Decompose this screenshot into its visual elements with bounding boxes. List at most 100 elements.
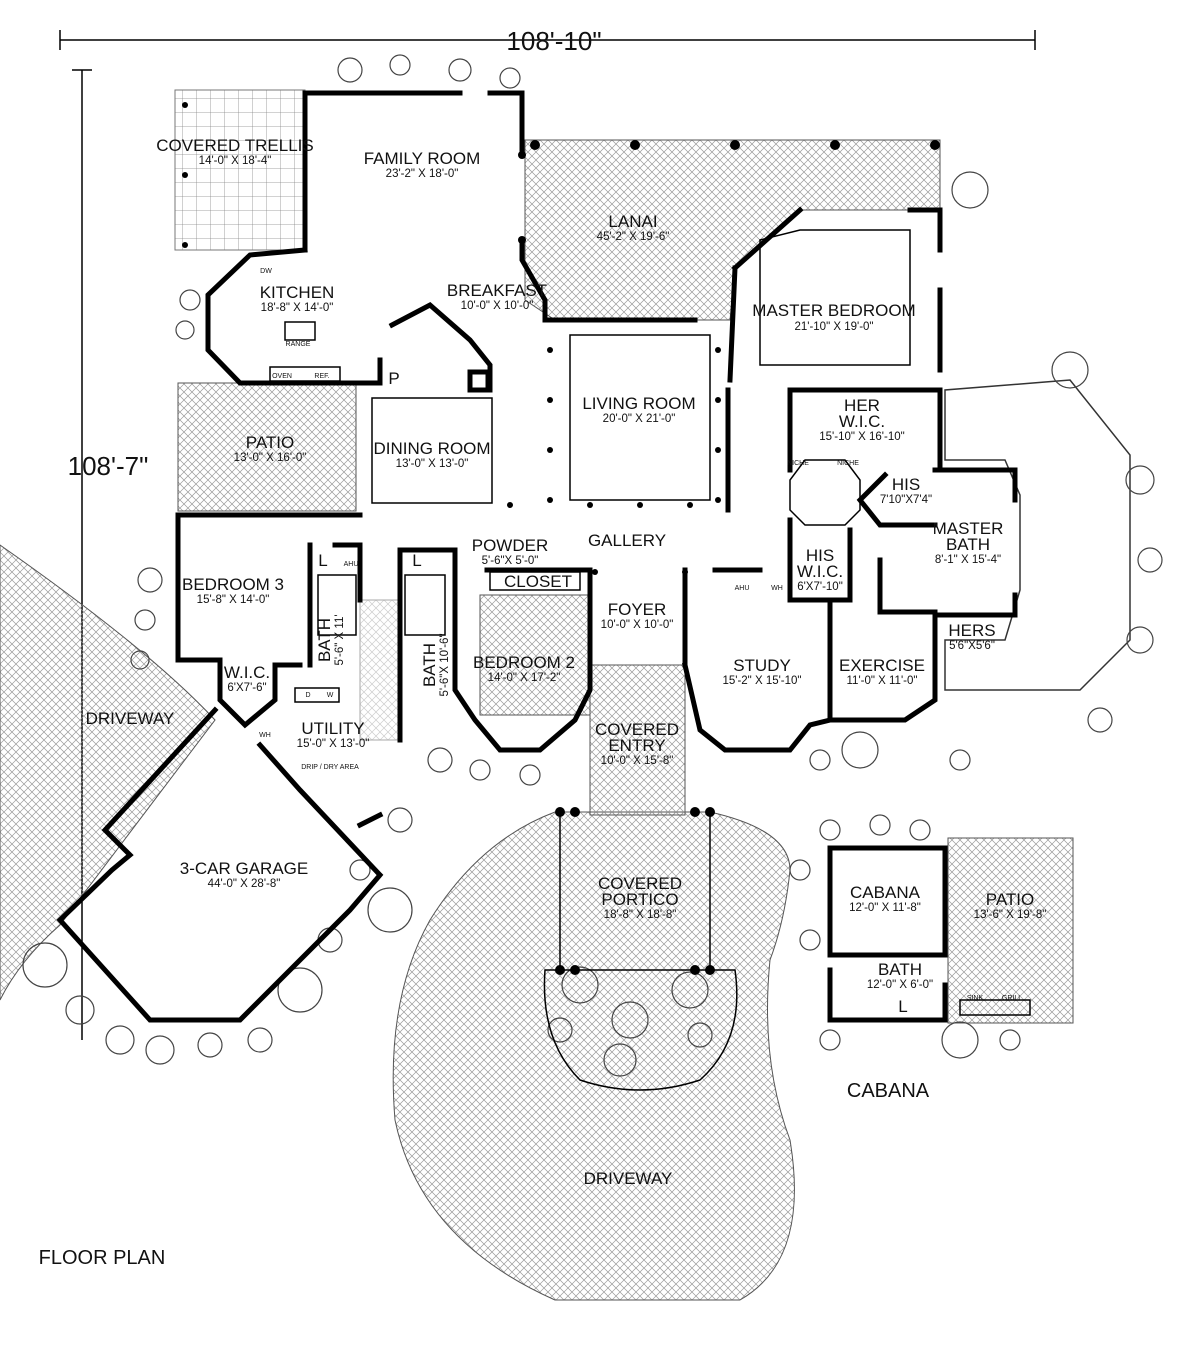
svg-text:5'6"X5'6": 5'6"X5'6" (949, 640, 995, 652)
room-powder: POWDER 5'-6"X 5'-0" (472, 536, 549, 567)
svg-text:10'-0" X 10'-0": 10'-0" X 10'-0" (601, 619, 674, 631)
room-bath-2: BATH 5'-6"X 10'-6" (420, 633, 451, 696)
overall-width-dimension: 108'-10" (506, 26, 601, 56)
svg-text:8'-1" X 15'-4": 8'-1" X 15'-4" (935, 554, 1001, 566)
room-his-wic: HIS W.I.C. 6'X7'-10" (797, 546, 843, 593)
room-covered-portico: COVERED PORTICO 18'-8" X 18'-8" (598, 874, 682, 921)
svg-text:BEDROOM 3: BEDROOM 3 (182, 575, 284, 594)
svg-text:SINK: SINK (967, 995, 984, 1002)
fixture-labels: DW RANGE OVEN REF. P L AHU L AHU WH D W … (259, 268, 1022, 1016)
svg-text:DINING ROOM: DINING ROOM (373, 439, 490, 458)
svg-text:7'10"X7'4": 7'10"X7'4" (880, 494, 932, 506)
room-cabana-patio: PATIO 13'-6" X 19'-8" (974, 890, 1047, 921)
svg-text:LIVING ROOM: LIVING ROOM (582, 394, 695, 413)
svg-text:PORTICO: PORTICO (601, 890, 678, 909)
svg-text:14'-0" X 18'-4": 14'-0" X 18'-4" (199, 155, 272, 167)
driveway-left-label: DRIVEWAY (86, 709, 175, 728)
svg-text:BATH: BATH (420, 643, 439, 687)
portico-planter (543, 969, 738, 1091)
svg-text:L: L (412, 551, 421, 570)
hatched-areas (0, 89, 1131, 1301)
svg-text:DRIP / DRY AREA: DRIP / DRY AREA (301, 764, 359, 771)
room-gallery: GALLERY (588, 531, 666, 550)
svg-text:UTILITY: UTILITY (301, 719, 364, 738)
walls (56, 90, 1018, 1023)
svg-text:10'-0" X 10'-0": 10'-0" X 10'-0" (461, 300, 534, 312)
svg-text:45'-2" X 19'-6": 45'-2" X 19'-6" (597, 231, 670, 243)
svg-text:NICHE: NICHE (837, 460, 859, 467)
svg-text:13'-0" X 13'-0": 13'-0" X 13'-0" (396, 458, 469, 470)
overall-depth-dimension: 108'-7" (68, 451, 149, 481)
room-patio: PATIO 13'-0" X 16'-0" (234, 433, 307, 464)
svg-text:WH: WH (771, 585, 783, 592)
driveway-left-area (0, 544, 216, 1001)
svg-text:12'-0" X 6'-0": 12'-0" X 6'-0" (867, 979, 933, 991)
covered-entry-area (589, 664, 686, 816)
svg-text:REF.: REF. (314, 373, 329, 380)
floor-plan-title: FLOOR PLAN (39, 1247, 166, 1269)
room-family-room: FAMILY ROOM 23'-2" X 18'-0" (364, 149, 481, 180)
svg-text:MASTER BEDROOM: MASTER BEDROOM (752, 301, 915, 320)
svg-text:KITCHEN: KITCHEN (260, 283, 335, 302)
svg-text:21'-10" X 19'-0": 21'-10" X 19'-0" (794, 321, 873, 333)
svg-text:W.I.C.: W.I.C. (224, 663, 270, 682)
svg-text:BEDROOM 2: BEDROOM 2 (473, 653, 575, 672)
svg-text:RANGE: RANGE (286, 341, 311, 348)
room-hers: HERS 5'6"X5'6" (948, 621, 995, 652)
svg-text:12'-0" X 11'-8": 12'-0" X 11'-8" (849, 902, 921, 914)
svg-text:HIS: HIS (892, 475, 920, 494)
svg-text:STUDY: STUDY (733, 656, 791, 675)
room-covered-trellis: COVERED TRELLIS 14'-0" X 18'-4" (156, 136, 313, 167)
svg-text:BREAKFAST: BREAKFAST (447, 281, 547, 300)
svg-text:COVERED: COVERED (595, 720, 679, 739)
svg-text:MASTER: MASTER (933, 519, 1004, 538)
room-bedroom-3: BEDROOM 3 15'-8" X 14'-0" (182, 575, 284, 606)
room-lanai: LANAI 45'-2" X 19'-6" (597, 212, 670, 243)
svg-text:GRILL: GRILL (1002, 995, 1022, 1002)
svg-text:GALLERY: GALLERY (588, 531, 666, 550)
landscaping (22, 54, 1163, 1091)
svg-text:HERS: HERS (948, 621, 995, 640)
cabana-caption: CABANA (847, 1080, 930, 1102)
svg-text:FAMILY ROOM: FAMILY ROOM (364, 149, 481, 168)
svg-text:NICHE: NICHE (787, 460, 809, 467)
columns (182, 102, 940, 975)
svg-text:W.I.C.: W.I.C. (797, 562, 843, 581)
svg-text:BATH: BATH (878, 960, 922, 979)
svg-text:ENTRY: ENTRY (608, 736, 665, 755)
svg-text:COVERED: COVERED (598, 874, 682, 893)
svg-text:WH: WH (259, 732, 271, 739)
svg-text:EXERCISE: EXERCISE (839, 656, 925, 675)
svg-text:15'-2" X 15'-10": 15'-2" X 15'-10" (722, 675, 801, 687)
room-her-wic: HER W.I.C. 15'-10" X 16'-10" (819, 396, 904, 443)
svg-text:5'-6" X 11': 5'-6" X 11' (334, 614, 346, 665)
room-kitchen: KITCHEN 18'-8" X 14'-0" (260, 283, 335, 314)
svg-text:BATH: BATH (315, 618, 334, 662)
svg-text:D: D (305, 692, 310, 699)
svg-text:OVEN: OVEN (272, 373, 292, 380)
svg-text:AHU: AHU (735, 585, 750, 592)
svg-text:CABANA: CABANA (850, 883, 921, 902)
svg-text:6'X7'-6": 6'X7'-6" (227, 682, 266, 694)
svg-text:13'-0" X 16'-0": 13'-0" X 16'-0" (234, 452, 307, 464)
room-living-room: LIVING ROOM 20'-0" X 21'-0" (582, 394, 695, 425)
svg-text:L: L (318, 551, 327, 570)
svg-text:DW: DW (260, 268, 272, 275)
svg-text:HIS: HIS (806, 546, 834, 565)
svg-text:44'-0" X 28'-8": 44'-0" X 28'-8" (208, 878, 281, 890)
svg-text:W: W (327, 692, 334, 699)
svg-text:20'-0" X 21'-0": 20'-0" X 21'-0" (603, 413, 676, 425)
room-dining-room: DINING ROOM 13'-0" X 13'-0" (373, 439, 490, 470)
svg-text:18'-8" X 14'-0": 18'-8" X 14'-0" (261, 302, 334, 314)
svg-text:5'-6"X 5'-0": 5'-6"X 5'-0" (482, 555, 539, 567)
svg-text:3-CAR GARAGE: 3-CAR GARAGE (180, 859, 308, 878)
trellis-area (174, 89, 306, 251)
room-3-car-garage: 3-CAR GARAGE 44'-0" X 28'-8" (180, 859, 308, 890)
interior-details (269, 229, 1031, 1016)
room-wic: W.I.C. 6'X7'-6" (224, 663, 270, 694)
room-study: STUDY 15'-2" X 15'-10" (722, 656, 801, 687)
svg-text:LANAI: LANAI (608, 212, 657, 231)
cabana-patio-area (947, 837, 1074, 1024)
svg-text:15'-0" X 13'-0": 15'-0" X 13'-0" (297, 738, 370, 750)
